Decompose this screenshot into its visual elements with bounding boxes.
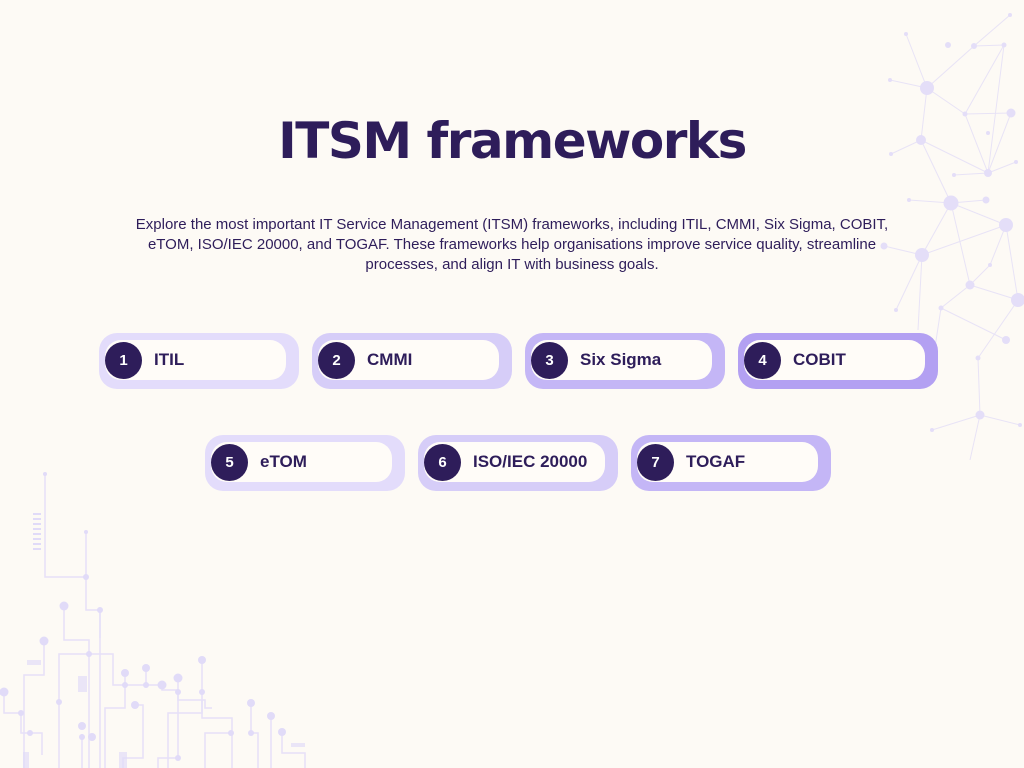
framework-item-cmmi[interactable]: 2 CMMI: [312, 333, 512, 389]
number-badge: 3: [531, 341, 568, 379]
framework-item-six-sigma[interactable]: 3 Six Sigma: [525, 333, 725, 389]
framework-label: ITIL: [154, 350, 185, 369]
framework-item-body: 7 TOGAF: [637, 442, 818, 482]
page-description: Explore the most important IT Service Ma…: [135, 216, 889, 273]
framework-item-togaf[interactable]: 7 TOGAF: [631, 435, 831, 491]
framework-label: TOGAF: [686, 452, 746, 471]
framework-item-body: 6 ISO/IEC 20000: [424, 442, 605, 482]
framework-label: COBIT: [793, 350, 846, 369]
framework-label: eTOM: [260, 452, 307, 471]
framework-item-body: 5 eTOM: [211, 442, 392, 482]
framework-item-body: 1 ITIL: [105, 340, 286, 380]
framework-label: CMMI: [367, 350, 413, 369]
number-badge: 1: [105, 341, 142, 379]
framework-item-iso-iec-20000[interactable]: 6 ISO/IEC 20000: [418, 435, 618, 491]
number-badge: 7: [637, 443, 674, 481]
framework-item-etom[interactable]: 5 eTOM: [205, 435, 405, 491]
framework-item-body: 2 CMMI: [318, 340, 499, 380]
framework-item-body: 3 Six Sigma: [531, 340, 712, 380]
framework-label: ISO/IEC 20000: [473, 452, 588, 471]
number-badge: 5: [211, 443, 248, 481]
framework-label: Six Sigma: [580, 350, 662, 369]
circuit-decoration: [0, 472, 306, 768]
framework-item-itil[interactable]: 1 ITIL: [99, 333, 299, 389]
number-badge: 6: [424, 443, 461, 481]
number-badge: 4: [744, 341, 781, 379]
number-badge: 2: [318, 341, 355, 379]
page-title: ITSM frameworks: [278, 112, 747, 170]
framework-item-cobit[interactable]: 4 COBIT: [738, 333, 938, 389]
framework-item-body: 4 COBIT: [744, 340, 925, 380]
